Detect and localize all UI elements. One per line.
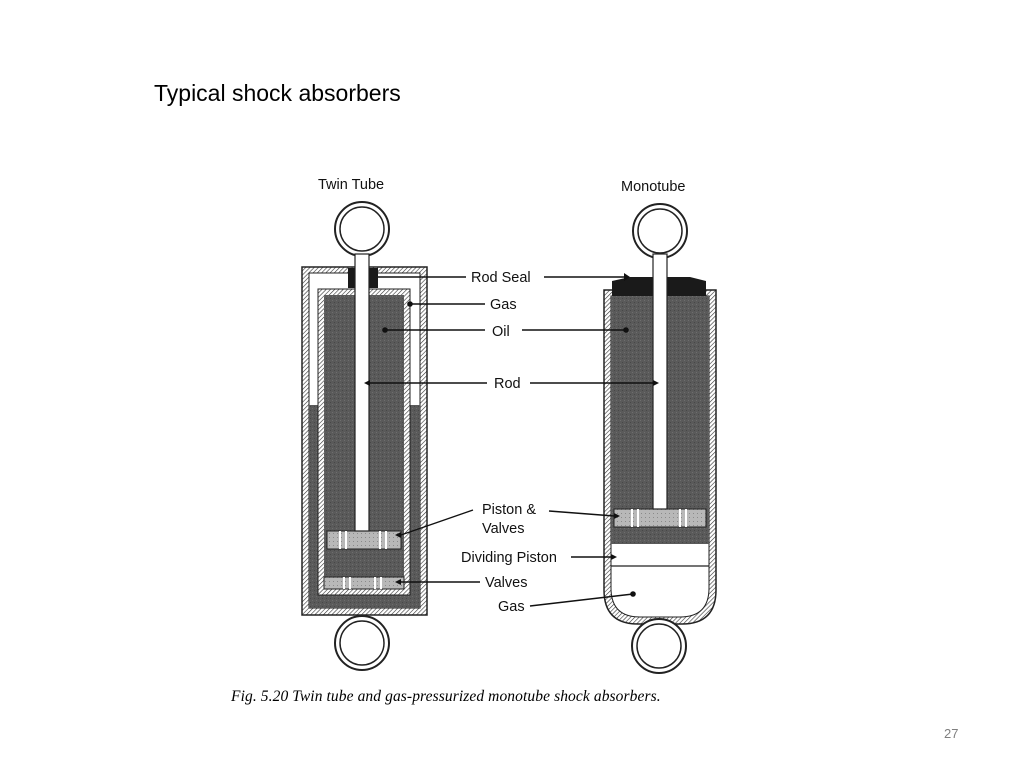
twin-tube-base-valves [323,576,405,590]
label-piston-line1: Piston & [482,502,536,518]
callout-dots [364,273,659,597]
label-dividing-piston: Dividing Piston [461,550,557,566]
twin-tube-heading: Twin Tube [318,177,384,193]
twin-tube-piston [326,530,402,550]
label-rod: Rod [494,376,521,392]
label-oil: Oil [492,324,510,340]
twin-tube-absorber: Twin Tube [301,177,428,671]
monotube-piston [613,508,707,528]
twin-tube-rod [354,253,370,532]
label-rod-seal: Rod Seal [471,270,531,286]
figure-caption: Fig. 5.20 Twin tube and gas-pressurized … [231,688,661,705]
label-gas-bottom: Gas [498,599,525,615]
label-valves: Valves [485,575,527,591]
monotube-absorber: Monotube [603,179,717,674]
page-number: 27 [944,726,959,741]
label-gas-top: Gas [490,297,517,313]
monotube-heading: Monotube [621,179,686,195]
label-piston-line2: Valves [482,521,524,537]
slide-title: Typical shock absorbers [154,80,401,106]
callout-labels [370,276,653,607]
